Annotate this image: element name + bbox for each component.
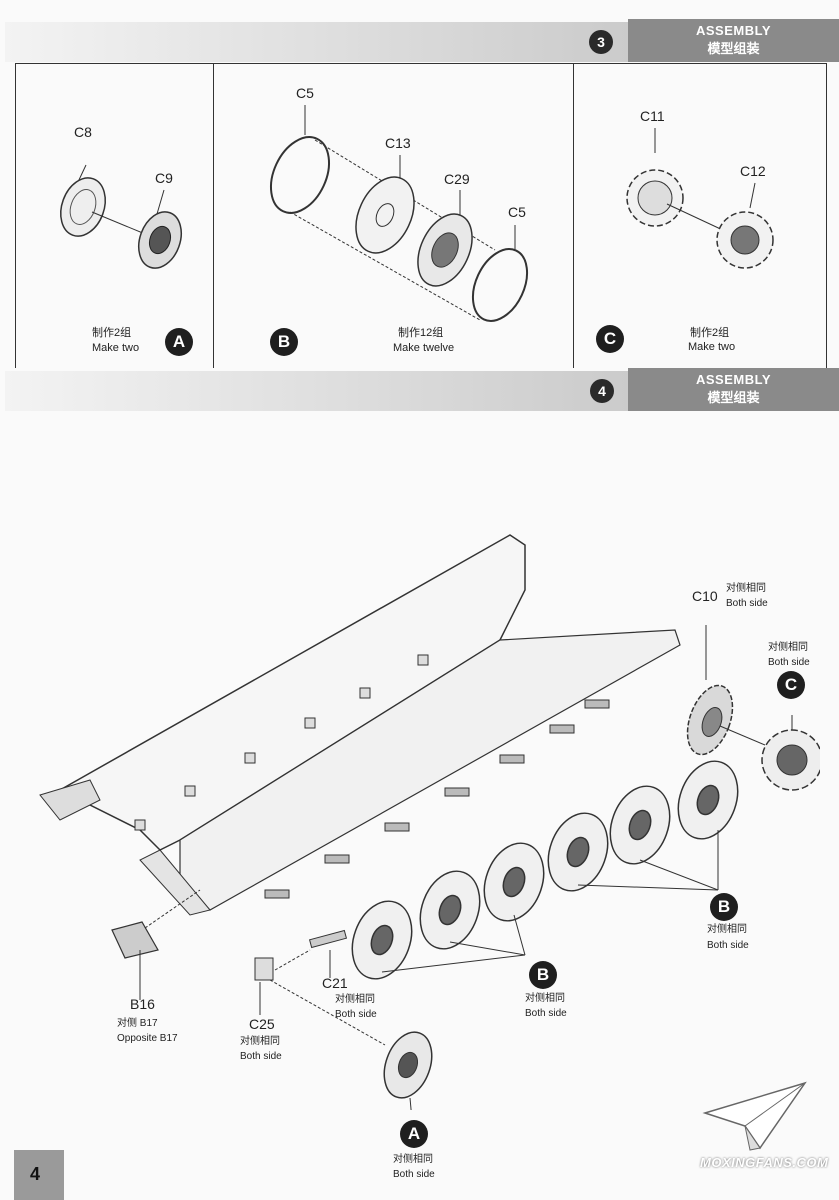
step4-number: 4 bbox=[590, 379, 614, 403]
b16-note-en: Opposite B17 bbox=[117, 1033, 178, 1044]
step3-title-en: ASSEMBLY bbox=[695, 23, 772, 38]
panelA-note-cn: 制作2组 bbox=[92, 327, 132, 339]
panelB-note-en: Make twelve bbox=[393, 342, 455, 354]
c-sub-badge: C bbox=[777, 671, 805, 699]
part-label-c5-bottom: C5 bbox=[508, 204, 526, 220]
part-label-c29: C29 bbox=[444, 171, 470, 187]
c21-note-en: Both side bbox=[335, 1009, 377, 1020]
panelC-badge: C bbox=[596, 325, 624, 353]
step4-hull-drawing bbox=[39, 534, 820, 1110]
part-label-c8: C8 bbox=[74, 124, 92, 140]
step3-divider-ab bbox=[213, 63, 214, 368]
b-right-note-en: Both side bbox=[707, 940, 749, 951]
part-label-b16: B16 bbox=[130, 996, 155, 1012]
b-mid-note-cn: 对侧相同 bbox=[525, 993, 565, 1004]
step4-title-block: ASSEMBLY 模型组装 bbox=[628, 368, 839, 411]
step3-frame-top bbox=[15, 63, 827, 64]
panelB-note-cn: 制作12组 bbox=[398, 327, 444, 339]
part-label-c5-top: C5 bbox=[296, 85, 314, 101]
paper-plane-logo bbox=[702, 1081, 807, 1151]
b-right-badge: B bbox=[710, 893, 738, 921]
step3-title-cn: 模型组装 bbox=[707, 41, 760, 56]
watermark-text: MOXINGFANS.COM bbox=[700, 1155, 829, 1170]
panelA-badge: A bbox=[165, 328, 193, 356]
step3-number: 3 bbox=[589, 30, 613, 54]
step3-divider-bc bbox=[573, 63, 574, 368]
step3-divider-right bbox=[826, 63, 827, 368]
panelA-drawing bbox=[60, 164, 183, 269]
panelC-drawing bbox=[626, 128, 774, 269]
b-mid-badge: B bbox=[529, 961, 557, 989]
panelC-note-cn: 制作2组 bbox=[690, 327, 730, 339]
part-label-c21: C21 bbox=[322, 975, 348, 991]
step4-title-cn: 模型组装 bbox=[707, 390, 760, 405]
c-sub-note-cn: 对侧相同 bbox=[768, 642, 808, 653]
c10-note-cn: 对侧相同 bbox=[726, 583, 766, 594]
panelA-note-en: Make two bbox=[92, 342, 140, 354]
c-sub-note-en: Both side bbox=[768, 657, 810, 668]
b-right-note-cn: 对侧相同 bbox=[707, 924, 747, 935]
step3-title-block: ASSEMBLY 模型组装 bbox=[628, 19, 839, 62]
part-label-c13: C13 bbox=[385, 135, 411, 151]
a-bottom-note-en: Both side bbox=[393, 1169, 435, 1180]
panelB-drawing bbox=[269, 105, 529, 322]
page-number: 4 bbox=[30, 1164, 41, 1184]
b-mid-note-en: Both side bbox=[525, 1008, 567, 1019]
part-label-c9: C9 bbox=[155, 170, 173, 186]
step4-title-en: ASSEMBLY bbox=[695, 372, 772, 387]
part-label-c12: C12 bbox=[740, 163, 766, 179]
c10-note-en: Both side bbox=[726, 598, 768, 609]
c25-note-cn: 对侧相同 bbox=[240, 1036, 280, 1047]
page-number-box: 4 bbox=[14, 1150, 64, 1200]
c21-note-cn: 对侧相同 bbox=[335, 994, 375, 1005]
a-bottom-badge: A bbox=[400, 1120, 428, 1148]
b16-note-cn: 对侧 B17 bbox=[117, 1018, 158, 1029]
panelB-badge: B bbox=[270, 328, 298, 356]
part-label-c25: C25 bbox=[249, 1016, 275, 1032]
c25-note-en: Both side bbox=[240, 1051, 282, 1062]
panelC-note-en: Make two bbox=[688, 341, 736, 353]
part-label-c10: C10 bbox=[692, 588, 718, 604]
step3-divider-left bbox=[15, 63, 16, 368]
a-bottom-note-cn: 对侧相同 bbox=[393, 1154, 433, 1165]
part-label-c11: C11 bbox=[640, 108, 665, 124]
